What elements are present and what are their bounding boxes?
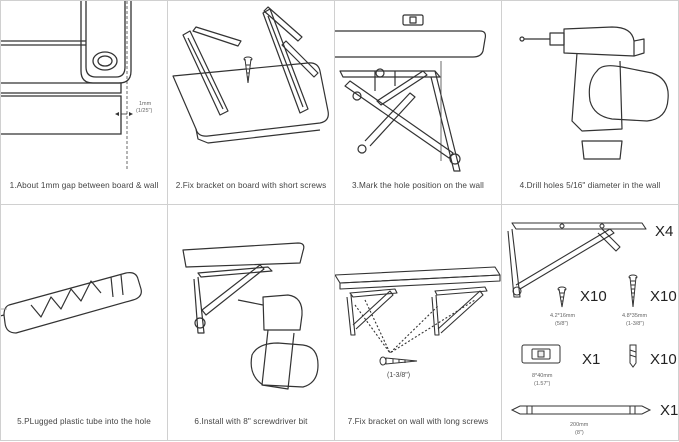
bracket-part [507, 222, 647, 298]
board-gap-illustration: 1mm (1/25") [1, 1, 152, 171]
step-1-panel: 1mm (1/25") 1.About 1mm gap between boar… [0, 0, 168, 205]
short-screw-part [557, 286, 567, 308]
long-screw-size: 4.8*35mm [622, 313, 647, 319]
drill-illustration [519, 26, 669, 160]
short-screw-quantity: X10 [580, 288, 607, 305]
bit-size-inches: (8") [575, 430, 584, 436]
step-7-caption: 7.Fix bracket on wall with long screws [347, 417, 489, 426]
long-screw-size-label: (1-3/8") [387, 372, 410, 379]
step-7-panel: (1-3/8") 7.Fix bracket on wall with long… [334, 204, 502, 441]
anchor-quantity: X10 [650, 351, 677, 368]
bracket-quantity: X4 [655, 223, 673, 240]
step-3-panel: 3.Mark the hole position on the wall [334, 0, 502, 205]
bracket-on-board-illustration [172, 6, 329, 144]
mark-hole-illustration [335, 14, 487, 172]
short-screw-size: 4.2*16mm [550, 313, 575, 319]
level-size: 8*40mm [532, 373, 553, 379]
step-5-caption: 5.PLugged plastic tube into the hole [17, 417, 151, 426]
level-size-inches: (1.57") [534, 381, 550, 387]
gap-label: 1mm [139, 101, 152, 107]
step-4-caption: 4.Drill holes 5/16" diameter in the wall [519, 181, 661, 190]
anchor-part [629, 344, 637, 368]
bit-size: 200mm [570, 422, 589, 428]
screwdriver-bit-part [510, 405, 652, 415]
step-6-caption: 6.Install with 8" screwdriver bit [194, 417, 308, 426]
short-screw-size-inches: (5/8") [555, 321, 568, 327]
step-2-panel: 2.Fix bracket on board with short screws [167, 0, 335, 205]
parts-illustration: X4 X10 4.2*16mm (5/8") X10 4.8*35mm (1-3… [507, 222, 678, 436]
anchor-tube-illustration [1, 272, 142, 334]
step-4-panel: 4.Drill holes 5/16" diameter in the wall [501, 0, 679, 205]
level-part [521, 344, 561, 364]
step-3-caption: 3.Mark the hole position on the wall [352, 181, 484, 190]
long-screw-size-inches: (1-3/8") [626, 321, 644, 327]
step-1-caption: 1.About 1mm gap between board & wall [9, 181, 159, 190]
bit-quantity: X1 [660, 402, 678, 419]
level-quantity: X1 [582, 351, 600, 368]
step-6-panel: 6.Install with 8" screwdriver bit [167, 204, 335, 441]
long-screw-part [628, 274, 638, 308]
long-screw-quantity: X10 [650, 288, 677, 305]
gap-label-inches: (1/25") [136, 108, 152, 114]
screwdriver-install-illustration [182, 242, 319, 390]
fix-bracket-wall-illustration: (1-3/8") [335, 266, 501, 379]
step-2-caption: 2.Fix bracket on board with short screws [175, 181, 327, 190]
parts-list-panel: X4 X10 4.2*16mm (5/8") X10 4.8*35mm (1-3… [501, 204, 679, 441]
step-5-panel: 5.PLugged plastic tube into the hole [0, 204, 168, 441]
